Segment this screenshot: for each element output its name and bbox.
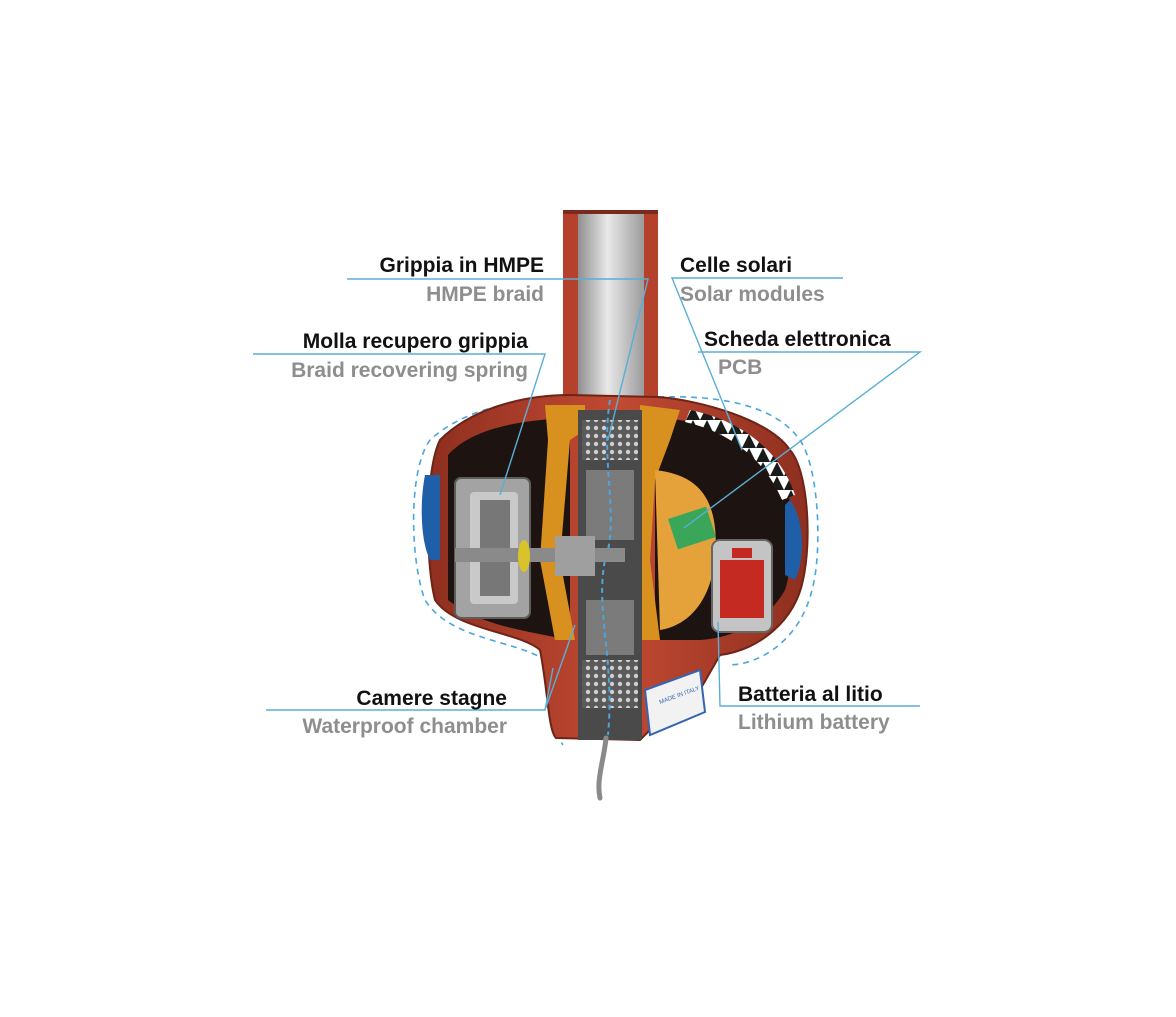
- leader-spring: [253, 353, 546, 496]
- leader-solar: [670, 277, 843, 451]
- label-battery-it: Batteria al litio: [738, 683, 883, 706]
- pcb-board: [668, 506, 716, 550]
- label-battery-en: Lithium battery: [738, 711, 890, 734]
- leader-pcb: [683, 351, 923, 529]
- leader-battery: [717, 621, 920, 707]
- nameplate: MADE IN ITALY: [643, 668, 707, 737]
- label-solar-it: Celle solari: [680, 254, 793, 277]
- label-spring-it: Molla recupero grippia: [302, 330, 528, 353]
- cable: [596, 735, 609, 801]
- label-pcb-en: PCB: [718, 356, 763, 379]
- spring-spool: [454, 477, 625, 619]
- leader-braid: [347, 278, 649, 441]
- pole: [563, 210, 658, 410]
- label-spring-en: Braid recovering spring: [291, 359, 528, 382]
- label-pcb-it: Scheda elettronica: [704, 328, 891, 351]
- label-chamber-it: Camere stagne: [356, 687, 507, 710]
- central-core: [578, 399, 642, 740]
- dashed-outline: [412, 395, 819, 746]
- battery: [711, 539, 773, 633]
- label-solar-en: Solar modules: [680, 283, 825, 306]
- label-braid-en: HMPE braid: [426, 283, 544, 306]
- label-braid-it: Grippia in HMPE: [379, 254, 544, 277]
- leader-chamber-2: [544, 667, 554, 711]
- leader-lines: [253, 277, 923, 711]
- label-chamber-en: Waterproof chamber: [302, 715, 507, 738]
